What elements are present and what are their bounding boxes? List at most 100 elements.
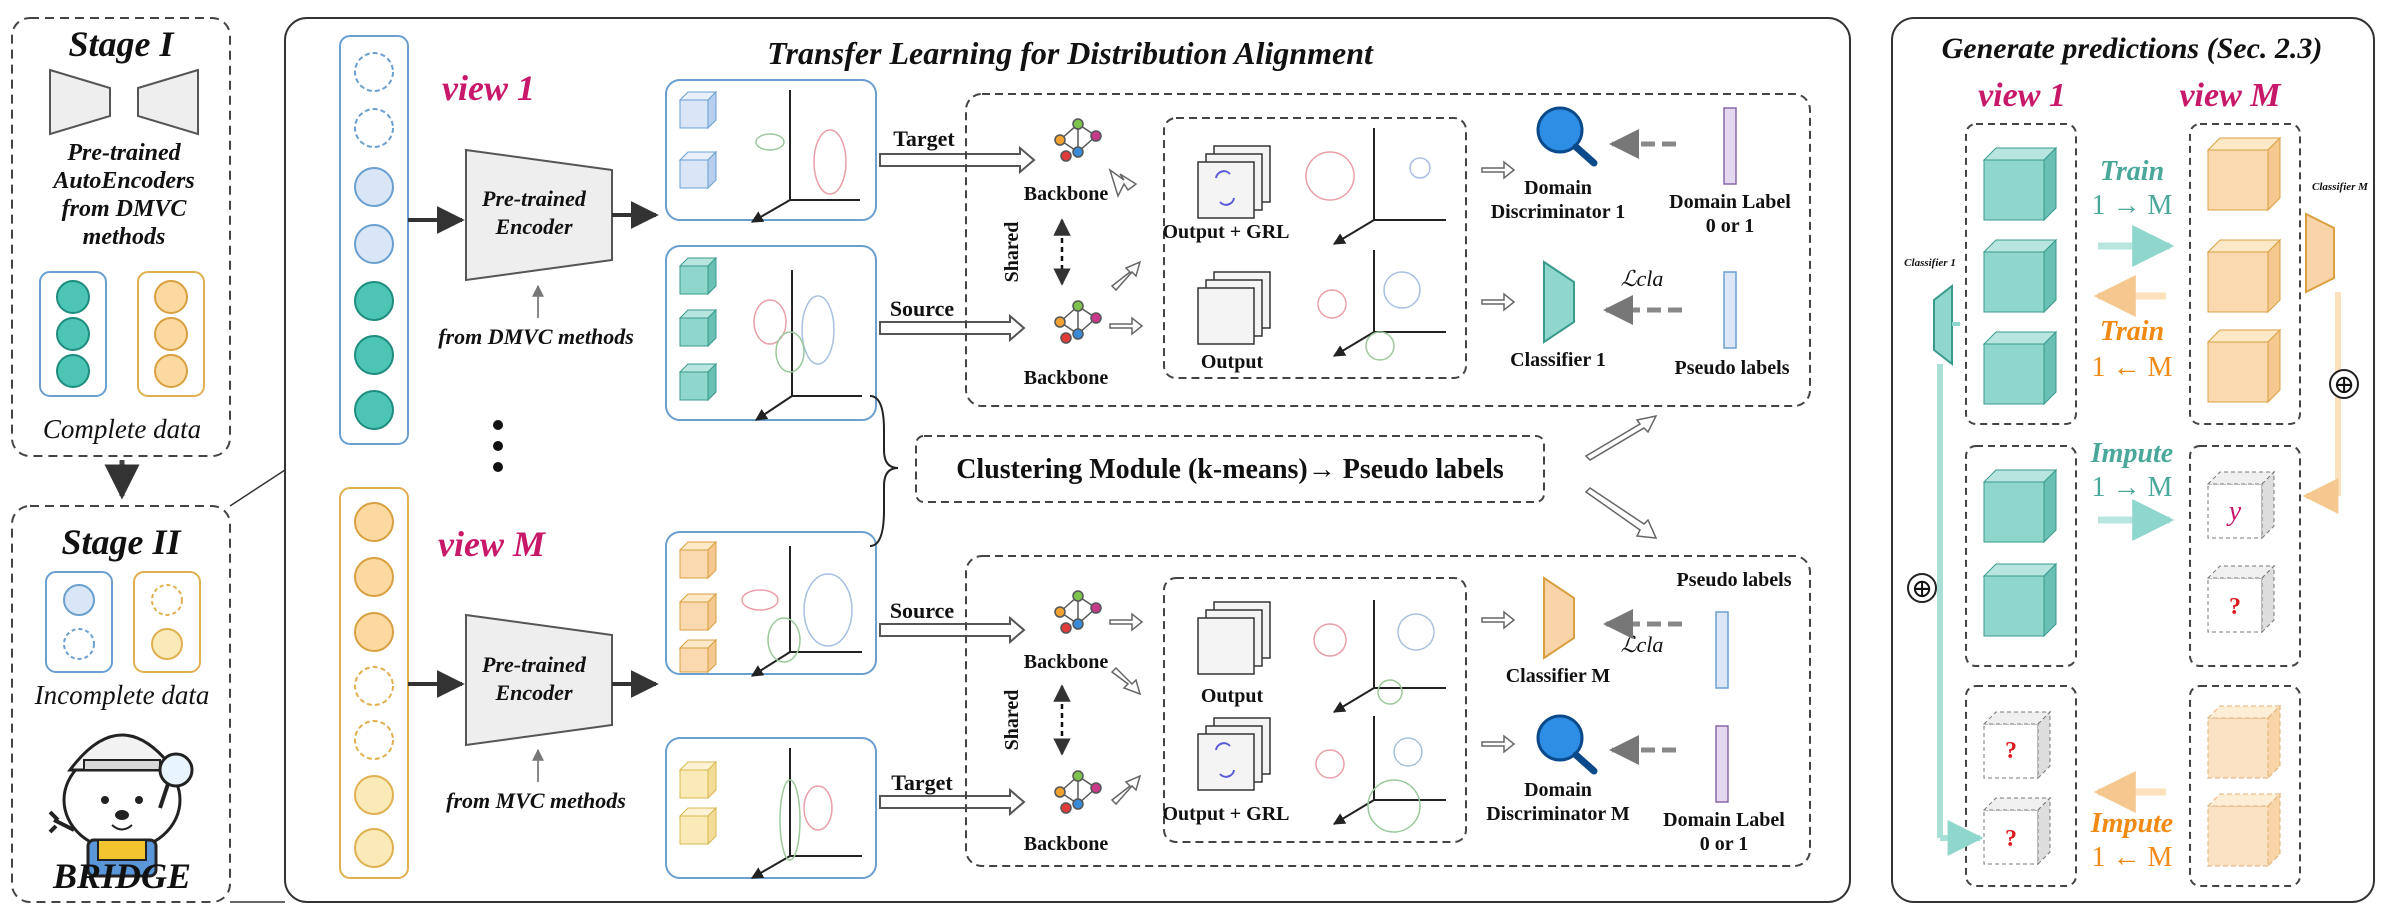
backbone-label-3: Backbone [1024, 651, 1109, 673]
feature-box-viewM-source [665, 531, 877, 675]
connector-line-top [229, 469, 286, 507]
encoder-bottom-label-1: Pre-trained [481, 652, 587, 677]
domain-label-bottom-line2: 0 or 1 [1700, 833, 1749, 855]
stage1-title: Stage I [68, 24, 175, 64]
right-classifier1-label: Classifier 1 [1904, 257, 1956, 269]
clustering-arrow-down [1584, 487, 1658, 539]
target-label-top: Target [893, 126, 955, 151]
feature-box-view1-source [665, 245, 877, 421]
output-grl-label-top: Output + GRL [1163, 221, 1290, 243]
domain-label-bottom-line1: Domain Label [1663, 809, 1785, 831]
predictions-panel: Generate predictions (Sec. 2.3) view 1 v… [1891, 17, 2375, 903]
domain-label-top-line1: Domain Label [1669, 191, 1791, 213]
right-viewM-label: view M [2179, 77, 2282, 114]
right-title: Generate predictions (Sec. 2.3) [1942, 32, 2323, 65]
search-icon [1536, 106, 1598, 167]
right-orange-cubes [2206, 136, 2282, 868]
pseudo-label-bar-bottom [1715, 611, 1729, 689]
brace [869, 395, 899, 547]
output-label-top: Output [1201, 351, 1264, 373]
encoder-bottom [465, 613, 613, 747]
backbone-icons [1054, 118, 1102, 814]
feature-axes [742, 90, 862, 878]
decoder-shape [137, 68, 199, 136]
flow-arrows [879, 145, 1036, 817]
mascot-icon [48, 733, 194, 878]
train1-dir: 1 → M [2092, 190, 2173, 221]
classifierM-label: Classifier M [1506, 665, 1611, 687]
backbone-label-4: Backbone [1024, 833, 1109, 855]
output-grl-label-bottom: Output + GRL [1163, 803, 1290, 825]
middle-title: Transfer Learning for Distribution Align… [767, 35, 1374, 71]
discriminator1-line1: Domain [1524, 177, 1592, 199]
shared-label-top: Shared [1001, 222, 1023, 283]
domain-label-bar-top [1723, 107, 1737, 185]
loss-label-bottom: ℒcla [1621, 632, 1664, 657]
train2-dir: 1 ← M [2092, 352, 2173, 383]
stage1-caption: Complete data [43, 414, 201, 444]
q-label-2: ? [2005, 738, 2017, 764]
view1-label: view 1 [442, 68, 535, 108]
plus-icon-left [1907, 573, 1937, 603]
stage1-desc-line3: from DMVC [62, 196, 188, 222]
right-unknown-cubes [1982, 470, 2276, 866]
clustering-module [915, 435, 1545, 503]
right-classifierM-label: Classifier M [2312, 181, 2369, 193]
domain-label-bar-bottom [1715, 725, 1729, 803]
right-view1-label: view 1 [1978, 77, 2066, 114]
stage1-panel: Stage I Pre-trained AutoEncoders from DM… [11, 17, 231, 457]
right-classifierM-shape [2305, 212, 2335, 294]
feature-box-viewM-target [665, 737, 877, 879]
source-label-top: Source [890, 296, 955, 321]
transfer-learning-panel: Transfer Learning for Distribution Align… [284, 17, 1851, 903]
train2-label: Train [2100, 316, 2164, 347]
encoder-top-label-1: Pre-trained [481, 186, 587, 211]
cube-icons [678, 90, 718, 846]
q-label-3: ? [2005, 826, 2017, 852]
impute1-label: Impute [2090, 438, 2173, 469]
backbone-label-1: Backbone [1024, 183, 1109, 205]
y-label: y [2226, 496, 2242, 527]
plus-icon-right [2329, 369, 2359, 399]
top-alignment-panel [965, 93, 1811, 407]
classifier1-label: Classifier 1 [1510, 349, 1606, 371]
output-label-bottom: Output [1201, 685, 1264, 707]
stage1-desc-line1: Pre-trained [66, 140, 181, 166]
to-heads-arrows [1481, 160, 1516, 754]
discriminator1-line2: Discriminator 1 [1491, 201, 1626, 223]
bottom-alignment-panel [965, 555, 1811, 867]
pseudo-labels-top: Pseudo labels [1674, 357, 1789, 379]
from-mvc: from MVC methods [446, 788, 626, 813]
output-axes [1305, 128, 1446, 832]
classifierM-shape [1543, 576, 1575, 660]
stage2-panel: Stage II Incomplete data BRIDGE [11, 505, 231, 903]
train1-label: Train [2100, 156, 2164, 187]
right-teal-cubes [1982, 146, 2058, 638]
plus-right: ⊕ [2333, 370, 2355, 399]
search-icon-m [1536, 714, 1598, 775]
q-label-1: ? [2229, 594, 2241, 620]
bottom-output-panel [1163, 577, 1467, 843]
source-label-bottom: Source [890, 598, 955, 623]
shared-label-bottom: Shared [1001, 690, 1023, 751]
discriminatorM-line2: Discriminator M [1486, 803, 1630, 825]
right-classifier1-shape [1933, 283, 1953, 367]
pseudo-label-bar-top [1723, 271, 1737, 349]
clustering-label: Clustering Module (k-means)→ Pseudo labe… [956, 454, 1504, 485]
loss-label-top: ℒcla [1621, 266, 1664, 291]
encoder-top-label-2: Encoder [495, 214, 573, 239]
domain-label-top-line2: 0 or 1 [1706, 215, 1755, 237]
view1-vector [339, 35, 409, 445]
output-stacks [1197, 145, 1271, 791]
classifier1-shape [1543, 260, 1575, 344]
stage1-desc-line2: AutoEncoders [51, 168, 194, 194]
backbone-label-2: Backbone [1024, 367, 1109, 389]
encoder-bottom-label-2: Encoder [495, 680, 573, 705]
mascot-label: BRIDGE [52, 856, 191, 896]
encoder-shape [49, 68, 111, 136]
encoder-top [465, 148, 613, 282]
pseudo-labels-bottom: Pseudo labels [1676, 569, 1791, 591]
clustering-arrow-up [1584, 414, 1658, 461]
discriminatorM-line1: Domain [1524, 779, 1592, 801]
stage2-title: Stage II [61, 522, 182, 562]
